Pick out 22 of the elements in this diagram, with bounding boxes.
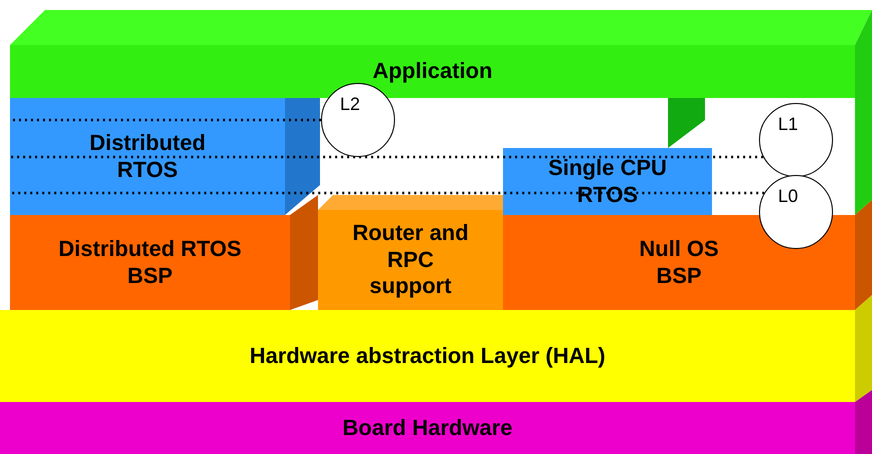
dotted-leader-line bbox=[10, 118, 321, 122]
layer-block bbox=[0, 402, 855, 454]
layer-label: Board Hardware bbox=[342, 414, 512, 442]
layer-block bbox=[10, 98, 285, 215]
dotted-leader-line bbox=[10, 156, 764, 158]
layer-block bbox=[503, 215, 855, 310]
layer-label: Single CPU RTOS bbox=[547, 155, 668, 208]
layer-block bbox=[318, 210, 503, 310]
layer-label: Distributed RTOS BSP bbox=[58, 236, 242, 289]
layer-label: Hardware abstraction Layer (HAL) bbox=[250, 342, 606, 370]
level-label: L0 bbox=[778, 186, 798, 208]
level-label: L1 bbox=[778, 114, 798, 136]
layer-label: Application bbox=[372, 58, 492, 85]
layer-block bbox=[0, 310, 855, 402]
layer-label: Null OS BSP bbox=[638, 236, 720, 289]
layer-label: Distributed RTOS bbox=[88, 130, 207, 183]
layer-label: Router and RPC support bbox=[351, 220, 470, 300]
dotted-leader-line bbox=[10, 192, 764, 194]
level-label: L2 bbox=[340, 94, 360, 116]
layer-block bbox=[10, 45, 855, 98]
layer-block bbox=[10, 215, 290, 310]
layer-block bbox=[503, 148, 712, 215]
